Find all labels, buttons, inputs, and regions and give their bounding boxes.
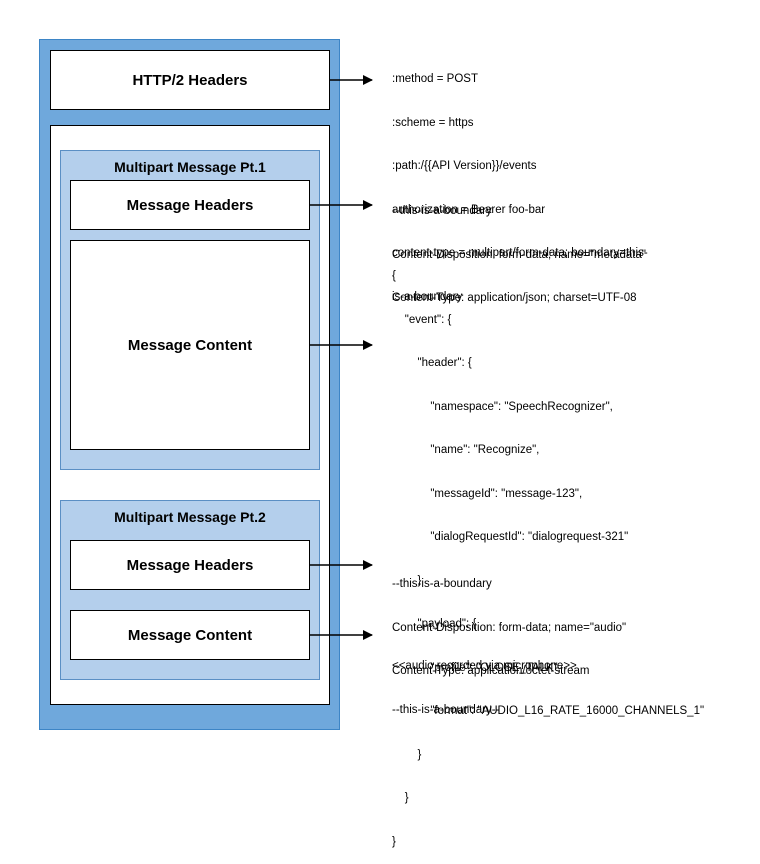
part-1-headers-note: --this-is-a-boundary Content-Disposition…	[392, 175, 646, 320]
json-line: }	[392, 835, 396, 848]
arrows	[310, 75, 373, 640]
part-1-headers-label: Message Headers	[126, 196, 254, 214]
note-line: Content-Disposition: form-data; name="au…	[392, 621, 627, 634]
note-line: :scheme = https	[392, 116, 474, 129]
json-line: "format": "AUDIO_L16_RATE_16000_CHANNELS…	[392, 705, 705, 717]
json-line: "messageId": "message-123",	[392, 487, 583, 500]
note-line: Content-Type: application/json; charset=…	[392, 292, 637, 304]
json-line: "header": {	[392, 357, 472, 369]
note-line: <<audio recorded via microphone>>	[392, 660, 577, 672]
json-line: "namespace": "SpeechRecognizer",	[392, 400, 613, 413]
json-line: }	[392, 574, 422, 587]
part-1-content-label: Message Content	[127, 336, 253, 354]
json-line: }	[392, 792, 409, 804]
part-1-content-note: { "event": { "header": { "namespace": "S…	[392, 240, 704, 864]
note-line: --this-is-a-boundary	[392, 205, 492, 217]
json-line: "event": {	[392, 313, 452, 326]
json-line: "profile": "CLOSE_TALK",	[392, 661, 561, 674]
part-1-content-box: Message Content	[70, 240, 310, 450]
part-2-title: Multipart Message Pt.2	[114, 509, 266, 525]
http-headers-note: :method = POST :scheme = https :path:/{{…	[392, 43, 648, 319]
http-headers-box: HTTP/2 Headers	[50, 50, 330, 110]
json-line: {	[392, 270, 396, 282]
note-line: :path:/{{API Version}}/events	[392, 160, 537, 172]
note-line: :method = POST	[392, 73, 478, 85]
part-2-content-label: Message Content	[127, 626, 253, 644]
note-line: --this-is-a-boundary	[392, 578, 492, 590]
json-line: "payload": {	[392, 618, 477, 630]
note-line: --this-is-a-boundary--	[392, 703, 500, 716]
part-1-title: Multipart Message Pt.1	[114, 159, 266, 175]
part-2-content-note: <<audio recorded via microphone>> --this…	[392, 630, 577, 732]
part-1-headers-box: Message Headers	[70, 180, 310, 230]
http-headers-label: HTTP/2 Headers	[132, 71, 248, 89]
note-line: content-type = multipart/form-data; boun…	[392, 247, 648, 259]
json-line: "name": "Recognize",	[392, 444, 540, 456]
part-2-content-box: Message Content	[70, 610, 310, 660]
note-line: Content-Disposition: form-data; name="me…	[392, 248, 646, 261]
part-2-headers-note: --this-is-a-boundary Content-Disposition…	[392, 548, 626, 693]
part-2-headers-box: Message Headers	[70, 540, 310, 590]
note-line: is-a-boundary	[392, 290, 463, 303]
note-line: Content-Type: application/octet-stream	[392, 665, 590, 677]
json-line: "dialogRequestId": "dialogrequest-321"	[392, 531, 629, 543]
part-2-headers-label: Message Headers	[126, 556, 254, 574]
note-line: authorization = Bearer foo-bar	[392, 203, 546, 216]
